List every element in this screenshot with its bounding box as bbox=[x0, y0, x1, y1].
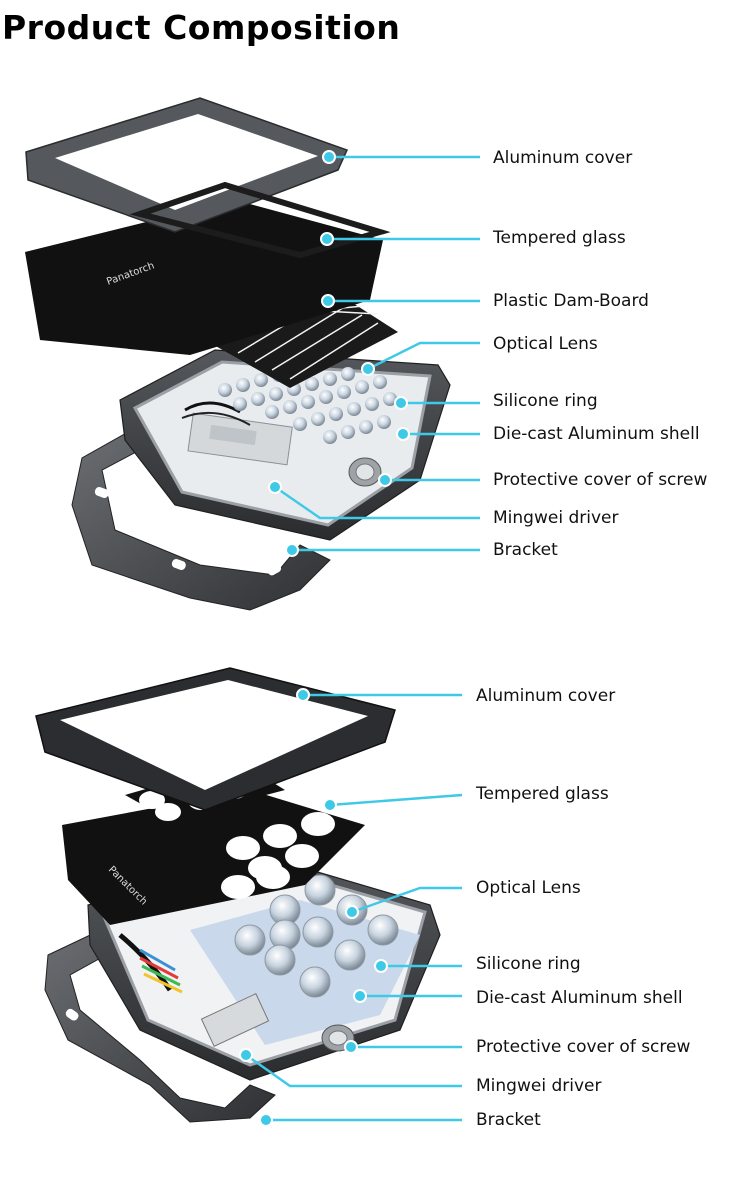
callouts-bottom bbox=[239, 688, 463, 1127]
label-aluminum-cover-top: Aluminum cover bbox=[493, 148, 633, 168]
label-optical-lens-top: Optical Lens bbox=[493, 334, 598, 354]
label-plastic-dam-board-top: Plastic Dam-Board bbox=[493, 291, 649, 311]
label-diecast-shell-bottom: Die-cast Aluminum shell bbox=[476, 988, 683, 1008]
led-array-top bbox=[218, 367, 397, 444]
bracket-bottom bbox=[44, 927, 276, 1123]
label-screw-cover-top: Protective cover of screw bbox=[493, 470, 708, 490]
label-silicone-ring-bottom: Silicone ring bbox=[476, 954, 581, 974]
aluminum-cover-bottom bbox=[35, 667, 396, 811]
label-screw-cover-bottom: Protective cover of screw bbox=[476, 1037, 691, 1057]
bracket-top bbox=[71, 431, 331, 611]
label-optical-lens-bottom: Optical Lens bbox=[476, 878, 581, 898]
label-mingwei-driver-bottom: Mingwei driver bbox=[476, 1076, 602, 1096]
label-bracket-top: Bracket bbox=[493, 540, 558, 560]
optical-lens-bottom bbox=[234, 874, 399, 998]
label-aluminum-cover-bottom: Aluminum cover bbox=[476, 686, 616, 706]
label-bracket-bottom: Bracket bbox=[476, 1110, 541, 1130]
label-silicone-ring-top: Silicone ring bbox=[493, 391, 598, 411]
screw-cap-top bbox=[348, 457, 382, 487]
label-mingwei-driver-top: Mingwei driver bbox=[493, 508, 619, 528]
page-title: Product Composition bbox=[2, 8, 401, 47]
callouts-top bbox=[268, 150, 480, 557]
aluminum-cover-top bbox=[25, 97, 391, 259]
tempered-glass-top: Panatorch bbox=[25, 200, 383, 355]
label-tempered-glass-top: Tempered glass bbox=[493, 228, 626, 248]
label-diecast-shell-top: Die-cast Aluminum shell bbox=[493, 424, 700, 444]
tempered-glass-bottom: Panatorch bbox=[62, 762, 365, 925]
label-tempered-glass-bottom: Tempered glass bbox=[476, 784, 609, 804]
